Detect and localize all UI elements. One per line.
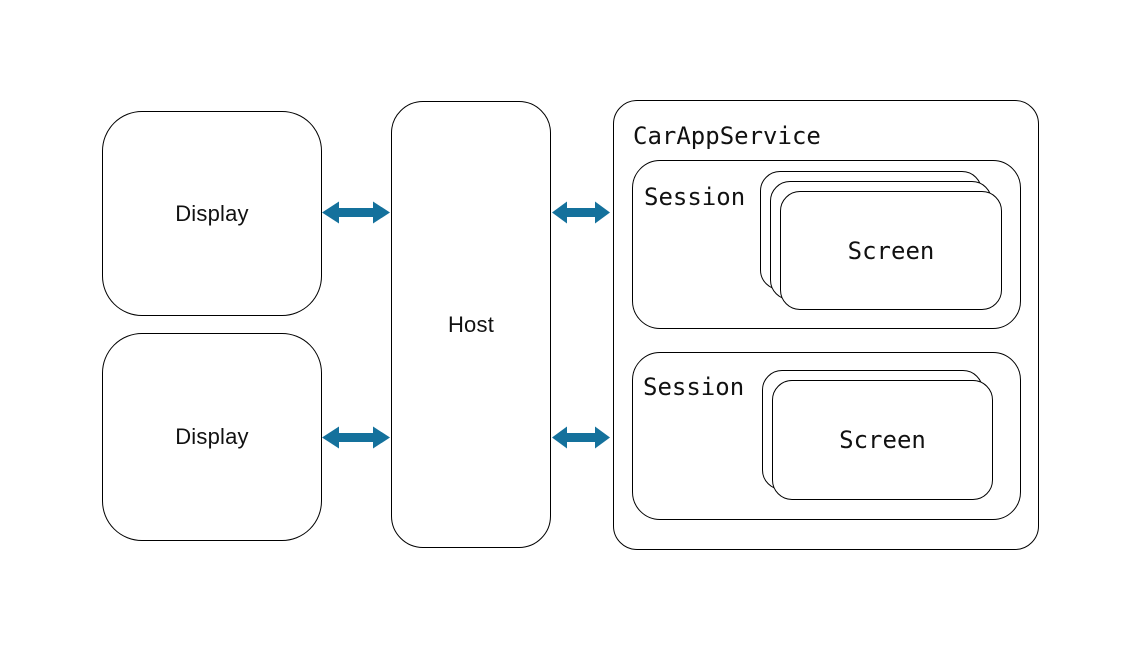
screen-card-front-session-2: Screen <box>772 380 993 500</box>
display-box-1: Display <box>102 111 322 316</box>
session-label-2: Session <box>643 373 745 401</box>
screen-label-1: Screen <box>847 236 935 265</box>
session-label-1: Session <box>644 183 746 211</box>
screen-label-2: Screen <box>839 426 926 454</box>
display-label-1: Display <box>175 200 249 226</box>
host-box: Host <box>391 101 551 548</box>
car-app-service-title: CarAppService <box>633 122 821 150</box>
screen-card-front-session-1: Screen <box>780 191 1002 310</box>
arrow-host-carappservice-bottom-icon <box>552 426 610 449</box>
display-box-2: Display <box>102 333 322 541</box>
arrow-host-carappservice-top-icon <box>552 201 610 224</box>
host-label: Host <box>447 311 495 337</box>
display-label-2: Display <box>175 424 249 449</box>
arrow-display2-host-icon <box>322 426 390 449</box>
arrow-display1-host-icon <box>322 201 390 224</box>
